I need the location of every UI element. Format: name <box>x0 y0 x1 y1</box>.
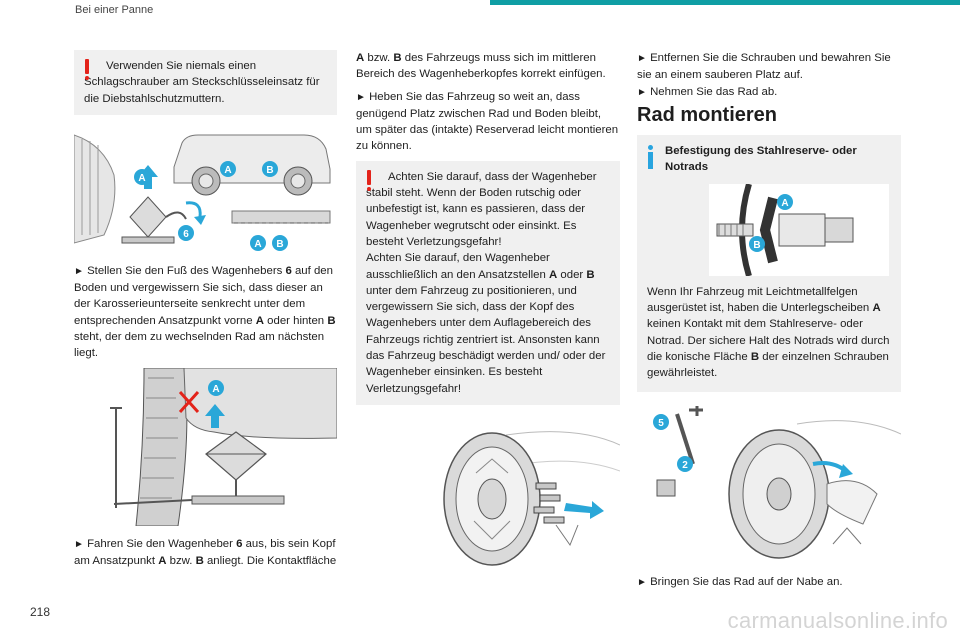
info-text: Wenn Ihr Fahrzeug mit Leichtmetallfelgen… <box>647 284 891 382</box>
label-a-underbody: A <box>254 239 261 250</box>
text-run: anliegt. Die Kontaktfläche <box>203 554 337 567</box>
jack-contact-illustration: A <box>110 367 337 526</box>
label-b-washer: B <box>753 240 760 251</box>
step-remove-wheel: ► Nehmen Sie das Rad ab. <box>637 84 901 101</box>
ref-6: 6 <box>285 264 292 277</box>
figure-jack-positions: A A B 6 A B <box>74 125 337 253</box>
step-mount-wheel: ► Bringen Sie das Rad auf der Nabe an. <box>637 574 901 591</box>
figure-mount-wheel: 5 2 <box>637 404 901 564</box>
info-box-spare-wheel: Befestigung des Stahlreserve- oder Notra… <box>637 135 901 392</box>
figure-remove-bolts <box>356 415 620 567</box>
bullet-arrow: ► <box>74 538 84 550</box>
bullet-arrow: ► <box>637 53 647 64</box>
label-a-contact: A <box>212 384 219 395</box>
text-run: Achten Sie darauf, den Wagenheber aussch… <box>366 252 550 281</box>
ref-b: B <box>195 554 204 567</box>
section-title: Bei einer Panne <box>75 4 154 16</box>
text-run: bzw. <box>166 554 196 567</box>
bullet-arrow: ► <box>637 576 647 588</box>
column-2: A bzw. B des Fahrzeugs muss sich im mitt… <box>356 50 620 577</box>
watermark: carmanualsonline.info <box>727 608 948 633</box>
heading-rad-montieren: Rad montieren <box>637 103 778 126</box>
column-1: Verwenden Sie niemals einen Schlagschrau… <box>74 50 337 575</box>
ref-6: 6 <box>236 537 243 550</box>
bullet-arrow: ► <box>637 86 647 98</box>
figure-bolt-washer: A B <box>709 182 889 277</box>
figure-jack-contact: A <box>74 367 337 526</box>
column-3: ► Entfernen Sie die Schrauben und bewahr… <box>637 50 901 597</box>
bolt-washer-illustration: A B <box>716 182 854 277</box>
text-run: der einzelnen Schrauben gewährleistet. <box>647 350 889 380</box>
warning-icon <box>366 169 373 192</box>
step-place-jack: ► Stellen Sie den Fuß des Wagenhebers 6 … <box>74 263 337 362</box>
text-run: Nehmen Sie das Rad ab. <box>646 85 778 98</box>
label-a-car: A <box>224 165 231 176</box>
text-run: keinen Kontakt mit dem Stahlreserve- ode… <box>647 318 890 363</box>
ref-a: A <box>872 302 881 315</box>
label-a-jack: A <box>138 173 145 184</box>
remove-bolts-illustration <box>443 431 620 566</box>
ref-a: A <box>255 314 264 327</box>
warning-para-1: Achten Sie darauf, dass der Wagenheber s… <box>366 170 597 248</box>
bullet-arrow: ► <box>74 265 84 277</box>
warning-para-2: Achten Sie darauf, den Wagenheber aussch… <box>366 250 610 397</box>
label-6-jack: 6 <box>183 229 189 240</box>
text-run: Heben Sie das Fahrzeug so weit an, dass … <box>356 90 619 153</box>
label-5-tool: 5 <box>658 418 664 429</box>
ref-a: A <box>356 52 365 64</box>
contact-continuation: A bzw. B des Fahrzeugs muss sich im mitt… <box>356 50 620 83</box>
text-run: Stellen Sie den Fuß des Wagenhebers <box>83 264 286 277</box>
info-icon <box>648 145 654 170</box>
label-2-tool: 2 <box>682 460 688 471</box>
info-title: Befestigung des Stahlreserve- oder Notra… <box>665 145 857 174</box>
text-run: steht, der dem zu wechselnden Rad am näc… <box>74 331 325 360</box>
ref-b: B <box>393 52 402 64</box>
text-run: des Fahrzeugs muss sich im mittleren Ber… <box>356 52 606 81</box>
text-run: oder hinten <box>263 314 328 327</box>
text-run: bzw. <box>364 52 394 64</box>
ref-a: A <box>158 554 167 567</box>
step-extend-jack: ► Fahren Sie den Wagenheber 6 aus, bis s… <box>74 536 337 570</box>
label-b-car: B <box>266 165 273 176</box>
mount-wheel-illustration: 5 2 <box>653 405 901 559</box>
step-raise-vehicle: ► Heben Sie das Fahrzeug so weit an, das… <box>356 89 620 155</box>
ref-b: B <box>327 314 336 327</box>
warning-text: Verwenden Sie niemals einen Schlagschrau… <box>84 60 320 105</box>
ref-a: A <box>549 268 558 281</box>
text-run: Bringen Sie das Rad auf der Nabe an. <box>646 575 843 588</box>
jack-positions-illustration: A A B 6 A B <box>74 134 331 251</box>
text-run: auf den Boden und vergewissern Sie sich,… <box>74 264 333 327</box>
label-b-underbody: B <box>276 239 283 250</box>
text-run: aus, bis sein Kopf am Ansatzpunkt <box>74 537 336 567</box>
header-accent-bar <box>490 0 960 5</box>
label-a-washer: A <box>781 198 788 209</box>
ref-b: B <box>586 268 595 281</box>
step-remove-bolts: ► Entfernen Sie die Schrauben und bewahr… <box>637 50 901 84</box>
warning-icon <box>84 59 91 81</box>
warning-box-jack-stability: Achten Sie darauf, dass der Wagenheber s… <box>356 160 620 405</box>
bullet-arrow: ► <box>356 91 366 103</box>
text-run: unter dem Fahrzeug zu positionieren, und… <box>366 284 606 395</box>
text-run: Entfernen Sie die Schrauben und bewahren… <box>637 52 891 82</box>
text-run: oder <box>557 268 587 281</box>
warning-box-impact-wrench: Verwenden Sie niemals einen Schlagschrau… <box>74 50 337 115</box>
ref-b: B <box>750 350 760 363</box>
page-number: 218 <box>30 605 51 619</box>
text-run: Fahren Sie den Wagenheber <box>83 537 237 550</box>
text-run: Wenn Ihr Fahrzeug mit Leichtmetallfelgen… <box>647 285 873 315</box>
